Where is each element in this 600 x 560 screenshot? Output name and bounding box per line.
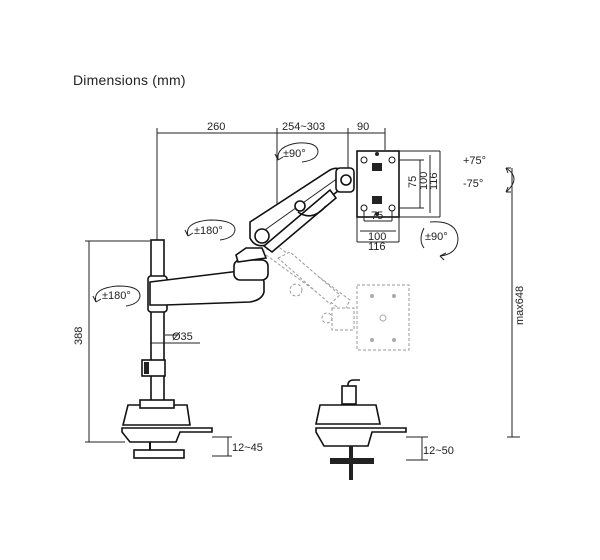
dim-grommet-thickness: 12~50 — [423, 445, 454, 457]
vesa-vertical-lines — [399, 150, 441, 218]
dim-pole-diameter: Ø35 — [172, 331, 193, 343]
lower-arm — [149, 247, 269, 306]
dim-arm-1: 260 — [207, 121, 225, 133]
max-height-lines — [507, 168, 520, 438]
rot-top-arm: ±90° — [283, 148, 306, 160]
dim-vesa-v3: 116 — [428, 172, 440, 190]
page-title: Dimensions (mm) — [73, 72, 186, 88]
dim-arm-2: 254~303 — [282, 121, 325, 133]
dim-vesa-h2: 100 — [368, 231, 386, 243]
dim-vesa-h3: 116 — [368, 241, 386, 253]
dim-max-height: max648 — [514, 286, 526, 325]
rotation-icon-mid-arm — [184, 219, 236, 241]
dim-clamp-thickness: 12~45 — [232, 442, 263, 454]
dim-arm-3: 90 — [357, 121, 369, 133]
rotation-icon-pole — [92, 285, 141, 307]
upper-arm — [249, 167, 355, 254]
rot-tilt-up: +75° — [463, 155, 486, 167]
pole — [141, 239, 168, 411]
rot-screen: ±90° — [425, 231, 448, 243]
height-dimension-lines — [85, 240, 150, 443]
grommet-mount — [315, 379, 407, 480]
rot-tilt-down: -75° — [463, 178, 483, 190]
rot-pole: ±180° — [102, 290, 131, 302]
tilt-icon — [505, 167, 515, 193]
desk-clamp — [121, 399, 213, 459]
dim-vesa-h1: 75 — [371, 210, 383, 222]
vesa-plate — [356, 150, 400, 218]
dim-pole-height: 388 — [73, 327, 85, 345]
dim-vesa-v2: 100 — [418, 172, 430, 190]
rotation-icon-top-arm — [274, 142, 319, 163]
dim-vesa-v1: 75 — [407, 176, 419, 188]
rotation-icon-screen — [420, 221, 459, 261]
grommet-dim-lines — [406, 436, 428, 461]
rot-mid-arm: ±180° — [194, 225, 223, 237]
vesa-horizontal-lines — [356, 211, 400, 243]
clamp-dim-lines — [212, 436, 232, 457]
ghost-screen — [356, 284, 410, 351]
ghost-arm — [261, 244, 355, 331]
